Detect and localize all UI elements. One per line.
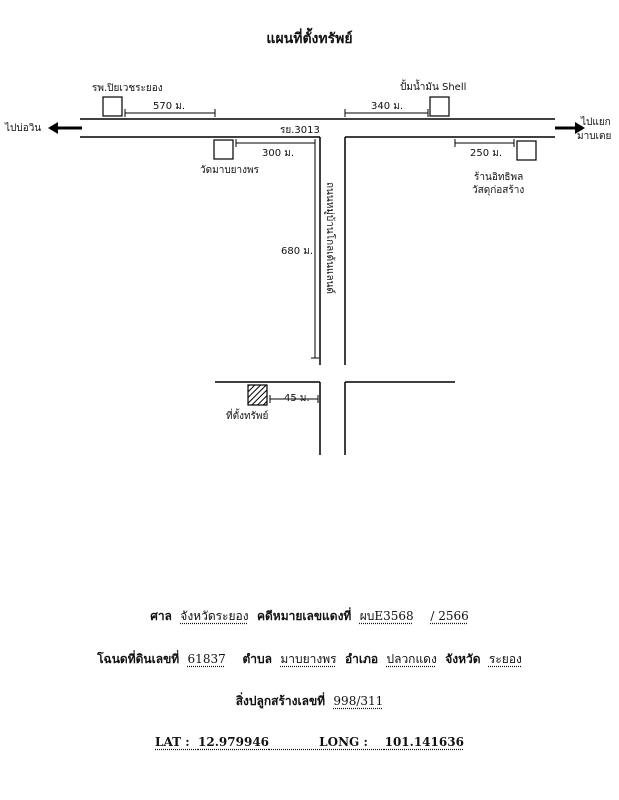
case-label: คดีหมายเลขแดงที่ (256, 609, 352, 623)
coordinates-line: LAT : 12.979946 LONG : 101.141636 (0, 735, 619, 749)
to-right-label-2: มาบเตย (577, 131, 612, 142)
distance-570: 570 ม. (153, 101, 186, 112)
side-road-label: ถนนหมู่บ้านโกลเด้นแลนด์ (324, 182, 335, 294)
amphoe-value: ปลวกแดง (386, 652, 437, 666)
case-value: ผบE3568 (359, 609, 414, 623)
province-label: จังหวัด (445, 652, 481, 666)
case-year: / 2566 (430, 609, 469, 623)
gas-station-label: ปั้มน้ำมัน Shell (400, 82, 467, 93)
amphoe-label: อำเภอ (344, 652, 379, 666)
long-value: 101.141636 (384, 735, 464, 749)
shop-label-2: วัสดุก่อสร้าง (472, 185, 525, 196)
distance-340: 340 ม. (371, 101, 404, 112)
deed-label: โฉนดที่ดินเลขที่ (97, 652, 180, 666)
province-value: ระยอง (488, 652, 522, 666)
distance-680: 680 ม. (281, 246, 314, 257)
hospital-box (102, 96, 123, 117)
building-value: 998/311 (333, 694, 384, 708)
building-line: สิ่งปลูกสร้างเลขที่ 998/311 (0, 692, 619, 711)
tambon-label: ตำบล (242, 652, 272, 666)
court-value: จังหวัดระยอง (180, 609, 249, 623)
to-left-label: ไปบ่อวิน (5, 123, 42, 134)
deed-line: โฉนดที่ดินเลขที่ 61837 ตำบล มาบยางพร อำเ… (0, 650, 619, 669)
deed-value: 61837 (187, 652, 226, 666)
lat-label: LAT : (155, 735, 190, 749)
shop-box (516, 140, 537, 161)
map-title: แผนที่ตั้งทรัพย์ (266, 31, 353, 47)
temple-label: วัดมาบยางพร (200, 165, 259, 176)
right-arrow-head (575, 122, 585, 134)
temple-box (213, 139, 234, 160)
hospital-label: รพ.ปิยเวชระยอง (92, 83, 163, 94)
gas-station-box (429, 96, 450, 117)
court-label: ศาล (150, 609, 172, 623)
left-arrow-head (48, 122, 58, 134)
shop-label-1: ร้านอิทธิพล (474, 172, 524, 183)
building-label: สิ่งปลูกสร้างเลขที่ (235, 694, 326, 708)
distance-45: 45 ม. (284, 393, 310, 404)
long-label: LONG : (319, 735, 368, 749)
tambon-value: มาบยางพร (280, 652, 337, 666)
main-road-label: รย.3013 (280, 125, 320, 136)
court-case-line: ศาล จังหวัดระยอง คดีหมายเลขแดงที่ ผบE356… (0, 607, 619, 626)
lat-value: 12.979946 (198, 735, 270, 749)
distance-250: 250 ม. (470, 148, 503, 159)
distance-300: 300 ม. (262, 148, 295, 159)
property-box (247, 384, 268, 406)
to-right-label-1: ไปแยก (581, 117, 611, 128)
property-label: ที่ตั้งทรัพย์ (226, 411, 269, 422)
